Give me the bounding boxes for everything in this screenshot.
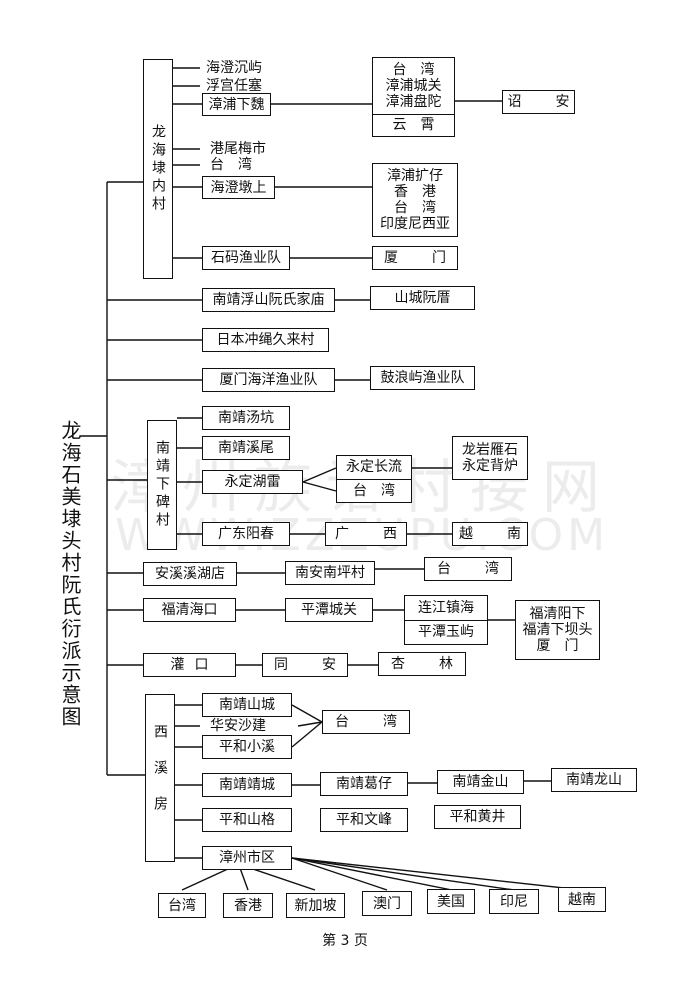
node-xiamen-b: 厦 门 [536, 638, 579, 654]
node-taiwan-b: 台 湾 [394, 200, 436, 216]
node-pinghe-shange: 平和山格 [202, 808, 292, 832]
node-shima-yuye: 石码渔业队 [202, 246, 290, 270]
node-yuenan-a: 越 南 [452, 522, 528, 546]
node-guankou: 灌口 [143, 653, 236, 677]
node-pingtan-chengguan: 平潭城关 [285, 598, 373, 622]
node-dunshang-group: 漳浦扩仔 香 港 台 湾 印度尼西亚 [372, 163, 458, 237]
node-zz-xinjiapo: 新加坡 [286, 893, 345, 918]
node-nanjing-gezai: 南靖葛仔 [320, 772, 408, 796]
node-pinghe-xiaoxi: 平和小溪 [202, 735, 292, 759]
node-zz-aomen: 澳门 [362, 891, 412, 916]
node-nanan-nanpingcun: 南安南坪村 [285, 561, 375, 585]
node-xinglin: 杏 林 [378, 652, 466, 676]
node-pingtan-yuyu: 平潭玉屿 [405, 619, 487, 645]
node-fuqing-group: 连江镇海 平潭玉屿 [404, 595, 488, 645]
node-taiwan-c: 台 湾 [337, 478, 411, 503]
node-zhangpu-chengguan: 漳浦城关 [385, 77, 442, 94]
node-nanjing-shancheng: 南靖山城 [202, 693, 292, 717]
node-longyan-group: 龙岩雁石 永定背炉 [452, 436, 528, 480]
node-zz-taiwan: 台湾 [158, 893, 206, 918]
node-zz-meiguo: 美国 [427, 889, 475, 914]
node-zhangpu-kuozai: 漳浦扩仔 [387, 168, 443, 184]
node-xiamen-haiyang: 厦门海洋渔业队 [202, 368, 335, 392]
node-pinghe-wenfeng: 平和文峰 [320, 808, 408, 832]
node-nanjing-jingcheng: 南靖靖城 [202, 773, 292, 797]
node-yongding-changliu: 永定长流 [346, 459, 402, 476]
node-nanjing-longshan: 南靖龙山 [551, 768, 637, 792]
node-japan-okinawa: 日本冲绳久来村 [202, 328, 329, 352]
node-xianggang-a: 香 港 [394, 184, 436, 200]
node-longyan-yanshi: 龙岩雁石 [462, 442, 518, 458]
node-haicheng-dunshang: 海澄墩上 [202, 176, 275, 199]
page-number: 第 3 页 [322, 933, 368, 949]
node-zz-yuenan: 越南 [558, 887, 606, 912]
node-nanjing-tangkeng: 南靖汤坑 [202, 406, 290, 430]
node-fuqing-xiabatou: 福清下坝头 [522, 622, 593, 638]
node-yongding-hulei: 永定湖雷 [202, 470, 303, 494]
node-longhai-neicun: 龙海埭内村 [143, 59, 173, 279]
node-zhangpu-xiawei: 漳浦下魏 [202, 93, 271, 116]
node-tongan: 同 安 [262, 653, 348, 677]
node-zz-yinni: 印尼 [489, 889, 539, 914]
node-nanjing-xiabeicun: 南靖下碑村 [147, 420, 177, 550]
node-fuqing-haikou: 福清海口 [143, 598, 236, 622]
node-yindunixiya: 印度尼西亚 [380, 216, 450, 232]
node-gangwei-meishi: 港尾梅市 [210, 141, 266, 157]
node-hulei-group: 永定长流 台 湾 [336, 455, 412, 503]
node-nanjing-jinshan: 南靖金山 [437, 770, 524, 794]
node-anxi-xihudian: 安溪溪湖店 [143, 562, 237, 586]
node-shancheng-ruancuo: 山城阮厝 [370, 286, 475, 310]
node-zhangzhou-shiqu: 漳州市区 [202, 846, 292, 870]
node-pinghe-huangjing: 平和黄井 [434, 805, 521, 829]
node-fuqing-yangxia: 福清阳下 [529, 606, 586, 622]
node-guangxi: 广 西 [325, 522, 407, 546]
node-fuqing-end-group: 福清阳下 福清下坝头 厦 门 [515, 600, 600, 660]
node-yunxiao: 云 霄 [373, 113, 454, 136]
node-zhangpu-pantuo: 漳浦盘陀 [385, 93, 442, 110]
node-xiamen-a: 厦 门 [372, 246, 458, 270]
node-nanjing-xiwei: 南靖溪尾 [202, 436, 290, 460]
node-haicheng-chenyu: 海澄沉屿 [206, 60, 262, 76]
node-taiwan-d: 台 湾 [424, 557, 512, 581]
node-xixi-fang: 西溪房 [145, 694, 175, 862]
node-nanjing-fushan: 南靖浮山阮氏家庙 [202, 288, 335, 312]
node-gulangyu-yuye: 鼓浪屿渔业队 [370, 366, 475, 390]
node-zz-xianggang: 香港 [223, 893, 273, 918]
node-yongding-beilu: 永定背炉 [462, 458, 518, 474]
node-taiwan-a: 台 湾 [210, 157, 252, 173]
page-title: 龙海石美埭头村阮氏衍派示意图 [58, 420, 82, 728]
node-taiwan-e: 台 湾 [322, 710, 410, 734]
node-huaan-shajian: 华安沙建 [210, 718, 266, 734]
node-lianjiang-zhenhai: 连江镇海 [418, 599, 474, 616]
node-zhaoan: 诏 安 [502, 90, 575, 114]
node-xiawei-group: 台 湾 漳浦城关 漳浦盘陀 云 霄 [372, 57, 455, 137]
node-xiawei-taiwan: 台 湾 [392, 61, 435, 78]
node-fugong-rensai: 浮宫任塞 [206, 78, 262, 94]
node-guangdong-yangchun: 广东阳春 [202, 522, 290, 546]
